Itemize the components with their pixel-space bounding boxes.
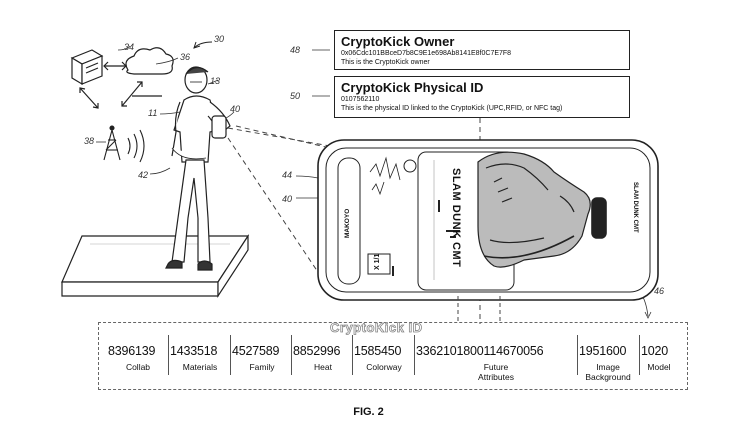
segment-divider: [577, 335, 578, 375]
ref-34: 34: [124, 42, 135, 52]
segment-model-label: Model: [647, 362, 671, 372]
ref-44: 44: [282, 170, 293, 180]
owner-box: CryptoKick Owner 0x06Cdc101BBceD7b8C9E1e…: [334, 30, 630, 70]
segment-colorway-label: Colorway: [366, 362, 402, 372]
server-icon: [70, 49, 104, 86]
ref-42: 42: [138, 170, 149, 180]
segment-future-value: 3362101800114670056: [416, 344, 544, 358]
ref-38: 38: [84, 136, 95, 146]
physical-id-value: 0107562110: [341, 96, 380, 103]
segment-colorway-value: 1585450: [354, 344, 402, 358]
segment-divider: [414, 335, 415, 375]
segment-divider: [168, 335, 169, 375]
segment-image-bg-value: 1951600: [579, 344, 627, 358]
segment-divider: [639, 335, 640, 375]
segment-divider: [291, 335, 292, 375]
floor-platform: [61, 233, 250, 299]
phone-card-title: SLAM DUNK CMT: [450, 168, 462, 268]
segment-heat-value: 8852996: [293, 344, 341, 358]
ref-30-arrow: [193, 41, 213, 49]
segment-materials-value: 1433518: [170, 344, 218, 358]
owner-address: 0x06Cdc101BBceD7b8C9E1e698Ab8141E8f0C7E7…: [341, 50, 512, 57]
phone-tiny-text: [392, 200, 460, 276]
ref-50: 50: [290, 91, 301, 101]
phone-bracket: [457, 296, 501, 322]
physical-id-box: CryptoKick Physical ID 0107562110 This i…: [334, 76, 630, 118]
cryptokick-id-title: CryptoKick ID: [330, 320, 423, 336]
segment-family-value: 4527589: [232, 344, 280, 358]
ref-11: 11: [148, 108, 158, 118]
segment-materials-label: Materials: [182, 362, 218, 372]
segment-model-value: 1020: [641, 344, 669, 358]
sneaker-image: [477, 151, 591, 268]
cloud-icon: [125, 47, 174, 75]
segment-future-label: Future Attributes: [478, 362, 514, 382]
physical-box-title: CryptoKick Physical ID: [341, 80, 484, 95]
segment-divider: [352, 335, 353, 375]
antenna-tower-icon: [103, 125, 145, 163]
physical-description: This is the physical ID linked to the Cr…: [341, 105, 563, 112]
ref-13: 13: [210, 76, 221, 86]
ref-36: 36: [180, 52, 191, 62]
phone-button-label: MAKOYO: [344, 208, 351, 238]
segment-heat-label: Heat: [314, 362, 332, 372]
ref-46: 46: [654, 286, 665, 296]
segment-family-label: Family: [249, 362, 275, 372]
segment-collab-label: Collab: [125, 362, 151, 372]
ref-30: 30: [214, 34, 225, 44]
network-arrows: [79, 61, 162, 109]
segment-collab-value: 8396139: [108, 344, 156, 358]
ref-leads: [96, 45, 652, 319]
phone-side-label: SLAM DUNK CMT: [632, 182, 638, 233]
figure-caption: FIG. 2: [353, 406, 384, 418]
owner-box-title: CryptoKick Owner: [341, 34, 455, 49]
owner-description: This is the CryptoKick owner: [341, 59, 430, 66]
ref-40-phone: 40: [282, 194, 293, 204]
segment-image-bg-label: Image Background: [585, 362, 631, 382]
segment-divider: [230, 335, 231, 375]
person-figure: [165, 66, 231, 271]
cryptokick-id-strip: [98, 322, 688, 390]
ref-40-phone-hand: 40: [230, 104, 241, 114]
phone-qty-label: X 1/1: [374, 253, 381, 270]
ref-48: 48: [290, 45, 301, 55]
